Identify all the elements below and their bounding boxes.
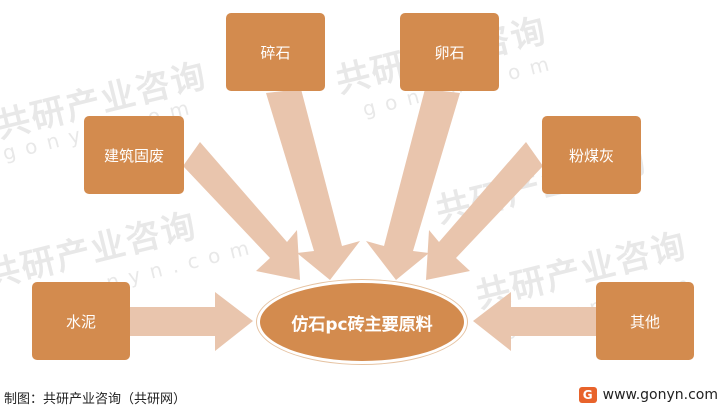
arrow-pebble [366, 89, 460, 280]
material-label: 碎石 [260, 43, 291, 62]
material-label: 建筑固废 [103, 146, 164, 165]
material-box-gravel: 碎石 [226, 13, 325, 91]
material-box-pebble: 卵石 [400, 13, 499, 91]
center-node: 仿石pc砖主要原料 [257, 280, 467, 364]
site-url: www.gonyn.com [602, 387, 718, 403]
material-label: 其他 [629, 312, 660, 331]
site-brand: G www.gonyn.com [578, 387, 718, 403]
material-label: 水泥 [65, 312, 96, 331]
arrow-construction-waste [183, 142, 300, 280]
center-label: 仿石pc砖主要原料 [291, 314, 433, 335]
material-box-cement: 水泥 [32, 282, 130, 360]
arrow-other [473, 292, 596, 351]
arrow-cement [130, 292, 253, 351]
gonyn-logo-icon: G [578, 387, 597, 403]
material-label: 粉煤灰 [568, 146, 614, 165]
material-label: 卵石 [434, 43, 465, 62]
arrow-gravel [266, 89, 360, 280]
material-box-fly-ash: 粉煤灰 [542, 116, 641, 194]
source-caption: 制图：共研产业咨询（共研网） [4, 392, 187, 407]
material-box-construction-waste: 建筑固废 [84, 116, 184, 194]
material-box-other: 其他 [596, 282, 694, 360]
arrow-fly-ash [426, 142, 543, 280]
